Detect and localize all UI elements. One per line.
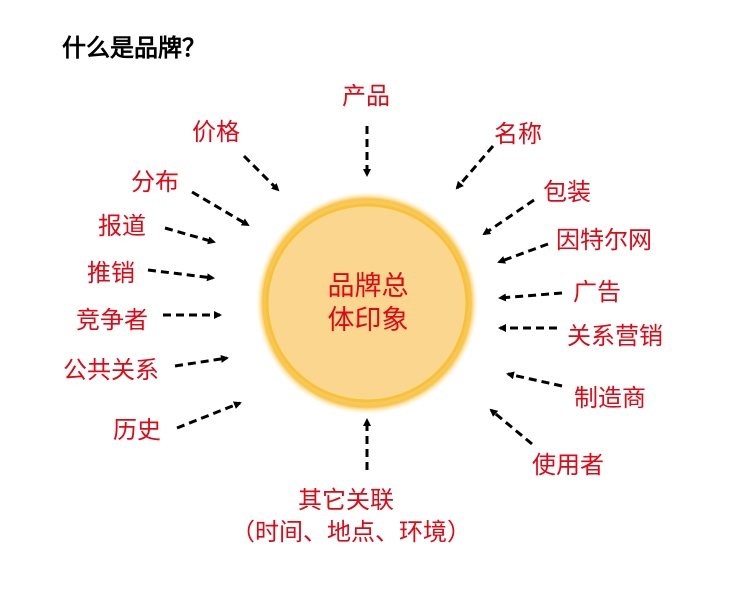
label-history: 历史 — [113, 416, 161, 444]
arrow-name — [455, 145, 495, 190]
label-packaging: 包装 — [543, 178, 591, 206]
arrow-price — [242, 154, 280, 192]
center-label: 品牌总 体印象 — [266, 270, 470, 338]
label-internet: 因特尔网 — [556, 226, 652, 254]
label-users: 使用者 — [532, 451, 604, 479]
label-manufacturer: 制造商 — [574, 384, 646, 412]
label-ads: 广告 — [573, 278, 621, 306]
label-report: 报道 — [98, 212, 146, 240]
label-price: 价格 — [192, 118, 240, 146]
label-promotion: 推销 — [87, 259, 135, 287]
label-product: 产品 — [342, 82, 390, 110]
arrow-promotion — [147, 268, 215, 282]
arrow-history — [176, 401, 242, 430]
center-line-1: 品牌总 — [327, 271, 409, 302]
label-other-line1: 其它关联 — [298, 486, 394, 514]
label-other-line2: （时间、地点、环境） — [231, 518, 471, 546]
label-relationship-marketing: 关系营销 — [567, 322, 663, 350]
arrow-distribution — [191, 190, 250, 227]
arrow-users — [489, 408, 533, 446]
arrow-report — [164, 226, 216, 245]
arrow-internet — [497, 242, 549, 264]
arrow-public-relations — [174, 354, 229, 368]
arrow-ads — [498, 291, 563, 302]
label-name: 名称 — [494, 120, 542, 148]
page-title: 什么是品牌？ — [62, 33, 206, 62]
arrow-manufacturer — [506, 371, 563, 388]
arrow-packaging — [482, 198, 535, 236]
label-distribution: 分布 — [131, 168, 179, 196]
label-public-relations: 公共关系 — [63, 356, 159, 384]
label-competitors: 竞争者 — [76, 306, 148, 334]
center-line-2: 体印象 — [327, 305, 409, 336]
